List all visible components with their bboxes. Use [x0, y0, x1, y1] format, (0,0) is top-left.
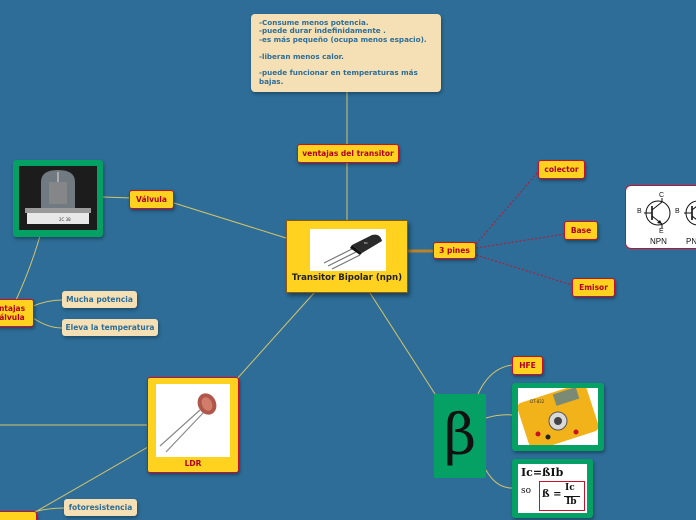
subtopic-fotoresistencia[interactable]: fotoresistencia [64, 499, 137, 516]
topic-hfe[interactable]: HFE [512, 356, 543, 375]
formula-so: so [521, 486, 532, 496]
central-topic-label: Transitor Bipolar (npn) [291, 273, 403, 283]
topic-ldr-partial[interactable] [0, 511, 37, 520]
formula-image-frame[interactable]: Ic=ßIb so ß = Ic Ib [512, 459, 593, 518]
subtopic-eleva-temperatura[interactable]: Eleva la temperatura [62, 319, 158, 336]
npn-e-label: E [659, 228, 664, 235]
vacuum-valve-image: 2C 38 [19, 166, 97, 230]
pnp-b-label: B [675, 208, 680, 215]
ventajas-valvula-line-2: álvula [0, 313, 25, 322]
formula-fraction-bar [564, 496, 580, 497]
svg-text:2C 38: 2C 38 [59, 217, 71, 222]
ldr-label: LDR [184, 459, 202, 468]
svg-text:DT-832: DT-832 [530, 399, 545, 404]
npn-b-label: B [637, 208, 642, 215]
formula-denominator: Ib [566, 497, 577, 507]
transistor-image: BC [310, 229, 386, 271]
topic-colector[interactable]: colector [538, 160, 585, 179]
npn-pnp-symbol-card: C B E B NPN PN [625, 185, 696, 249]
multimeter-image-frame[interactable]: DT-832 [512, 383, 604, 451]
npn-label: NPN [650, 237, 667, 246]
beta-symbol-node[interactable]: β [434, 394, 486, 478]
valve-image-frame[interactable]: 2C 38 [13, 160, 103, 237]
pnp-label: PN [686, 237, 696, 246]
formula-numerator: Ic [565, 483, 575, 493]
ldr-image [156, 384, 230, 457]
topic-ventajas-valvula[interactable]: ntajas álvula [0, 299, 34, 327]
topic-valvula[interactable]: Válvula [129, 190, 174, 209]
topic-ventajas-transitor[interactable]: ventajas del transitor [297, 144, 399, 163]
topic-3-pines[interactable]: 3 pines [433, 242, 476, 259]
npn-c-label: C [659, 192, 665, 199]
ldr-topic[interactable]: LDR [147, 377, 239, 473]
transistor-advantages-note: -Consume menos potencia. -puede durar in… [251, 14, 441, 92]
formula-beta-box: ß = Ic Ib [539, 481, 585, 511]
central-topic-transistor[interactable]: BC Transitor Bipolar (npn) [286, 220, 408, 293]
topic-emisor[interactable]: Emisor [572, 278, 615, 297]
formula-beta-equals: ß = [542, 489, 562, 500]
formula-line-1: Ic=ßIb [521, 466, 564, 479]
svg-text:BC: BC [364, 241, 368, 245]
ventajas-valvula-line-1: ntajas [0, 304, 26, 313]
multimeter-image: DT-832 [517, 383, 599, 451]
beta-formula-image: Ic=ßIb so ß = Ic Ib [518, 464, 587, 513]
topic-base[interactable]: Base [564, 221, 598, 240]
subtopic-mucha-potencia[interactable]: Mucha potencia [62, 291, 137, 308]
